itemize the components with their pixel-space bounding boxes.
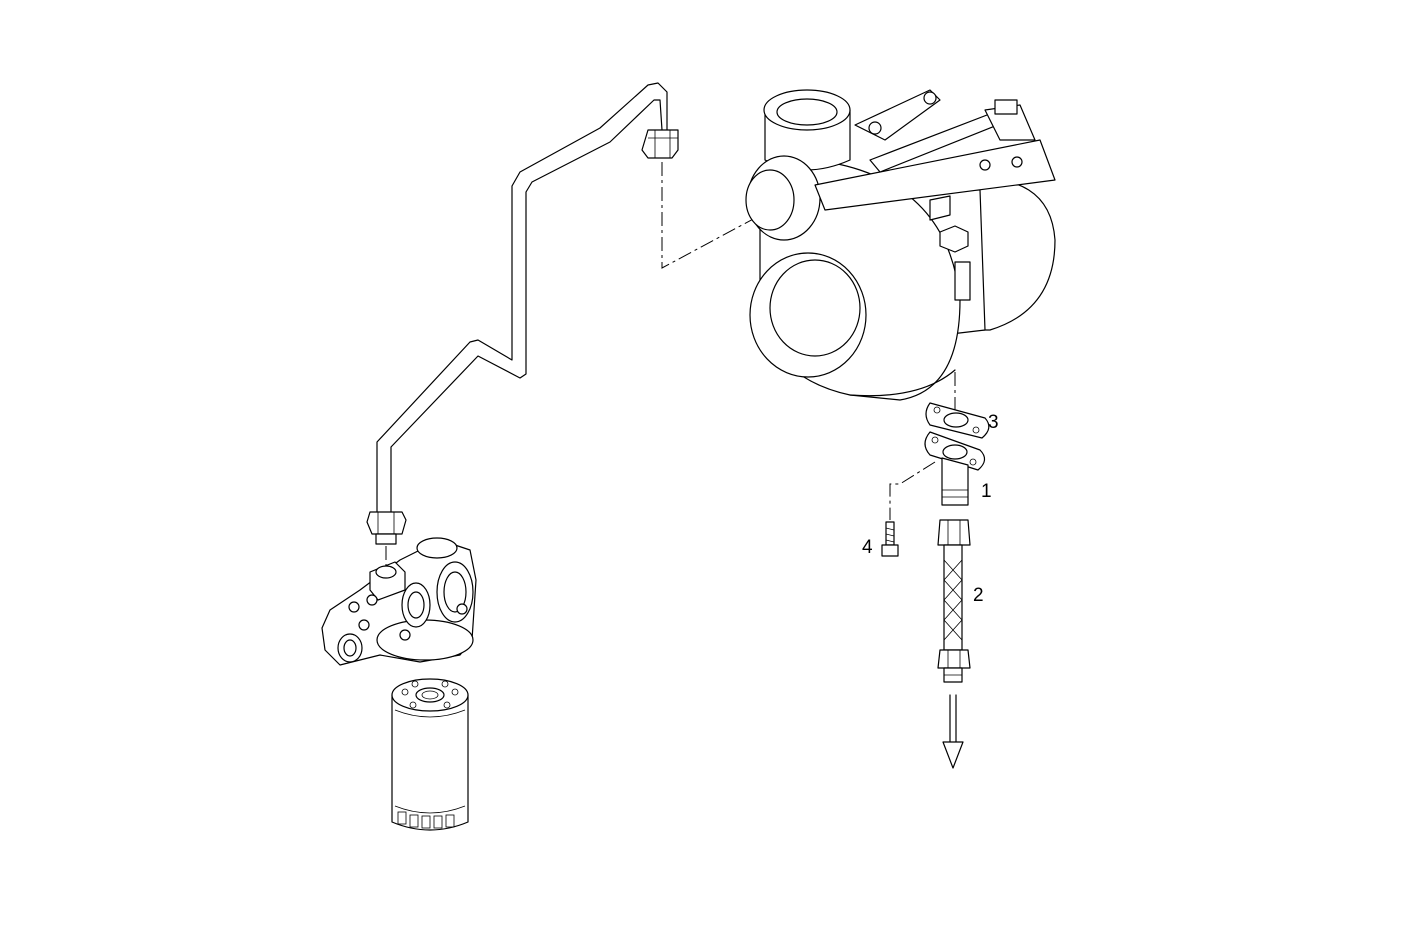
oil-filter-cartridge (391, 678, 469, 831)
bolt (881, 521, 899, 557)
oil-drain-hose (937, 519, 971, 683)
callout-1: 1 (981, 481, 992, 502)
callout-4: 4 (862, 537, 873, 558)
flow-direction-arrow (942, 694, 964, 769)
callout-3: 3 (988, 412, 999, 433)
oil-drain-pipe (924, 431, 986, 506)
oil-filter-head (321, 537, 477, 666)
turbocharger (745, 89, 1056, 401)
center-lines (385, 162, 956, 566)
callout-2: 2 (973, 585, 984, 606)
gasket (925, 402, 990, 439)
oil-feed-pipe (366, 82, 679, 545)
